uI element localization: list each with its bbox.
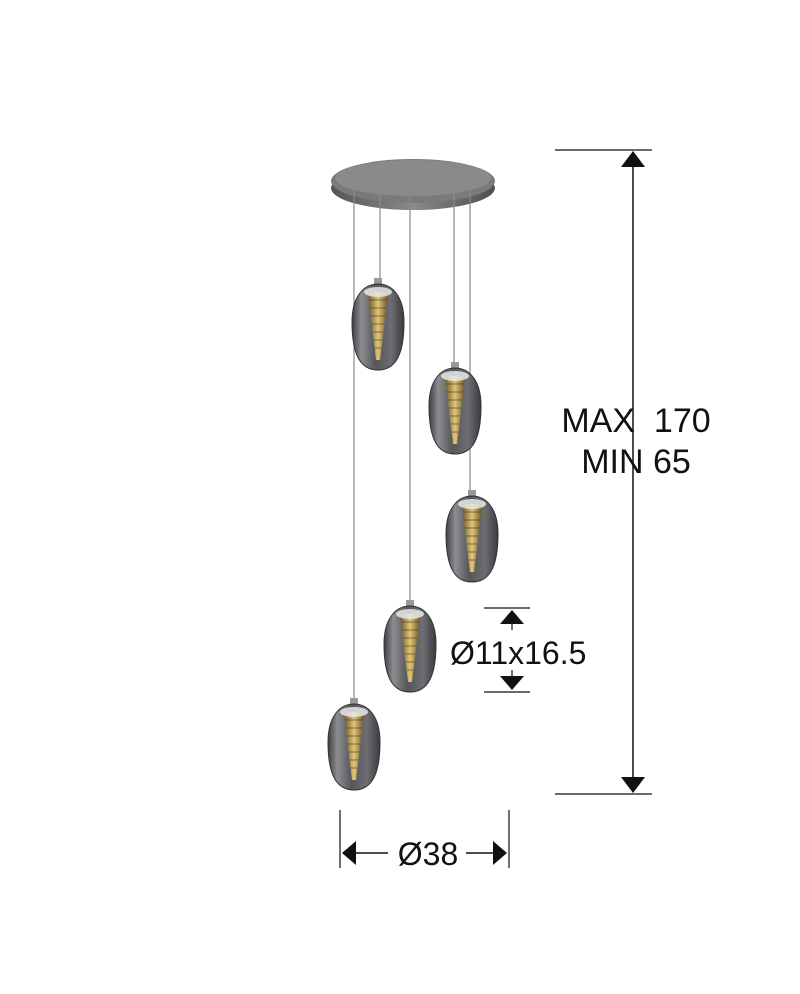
pendant-shade (327, 698, 381, 791)
height-min-label: MIN 65 (581, 443, 691, 481)
height-max-label: MAX 170 (561, 402, 710, 440)
canopy-diameter-dimension: Ø38 (339, 810, 510, 872)
pendant-shade (428, 362, 482, 455)
canopy-diameter-label: Ø38 (398, 836, 458, 872)
shade-size-dimension: Ø11x16.5 (450, 607, 586, 693)
shade-size-label: Ø11x16.5 (450, 635, 586, 671)
height-dimension: MAX 170 MIN 65 (555, 149, 711, 795)
pendant-shade (445, 490, 499, 583)
pendant-shade (383, 600, 437, 693)
pendant-shade (351, 278, 405, 371)
